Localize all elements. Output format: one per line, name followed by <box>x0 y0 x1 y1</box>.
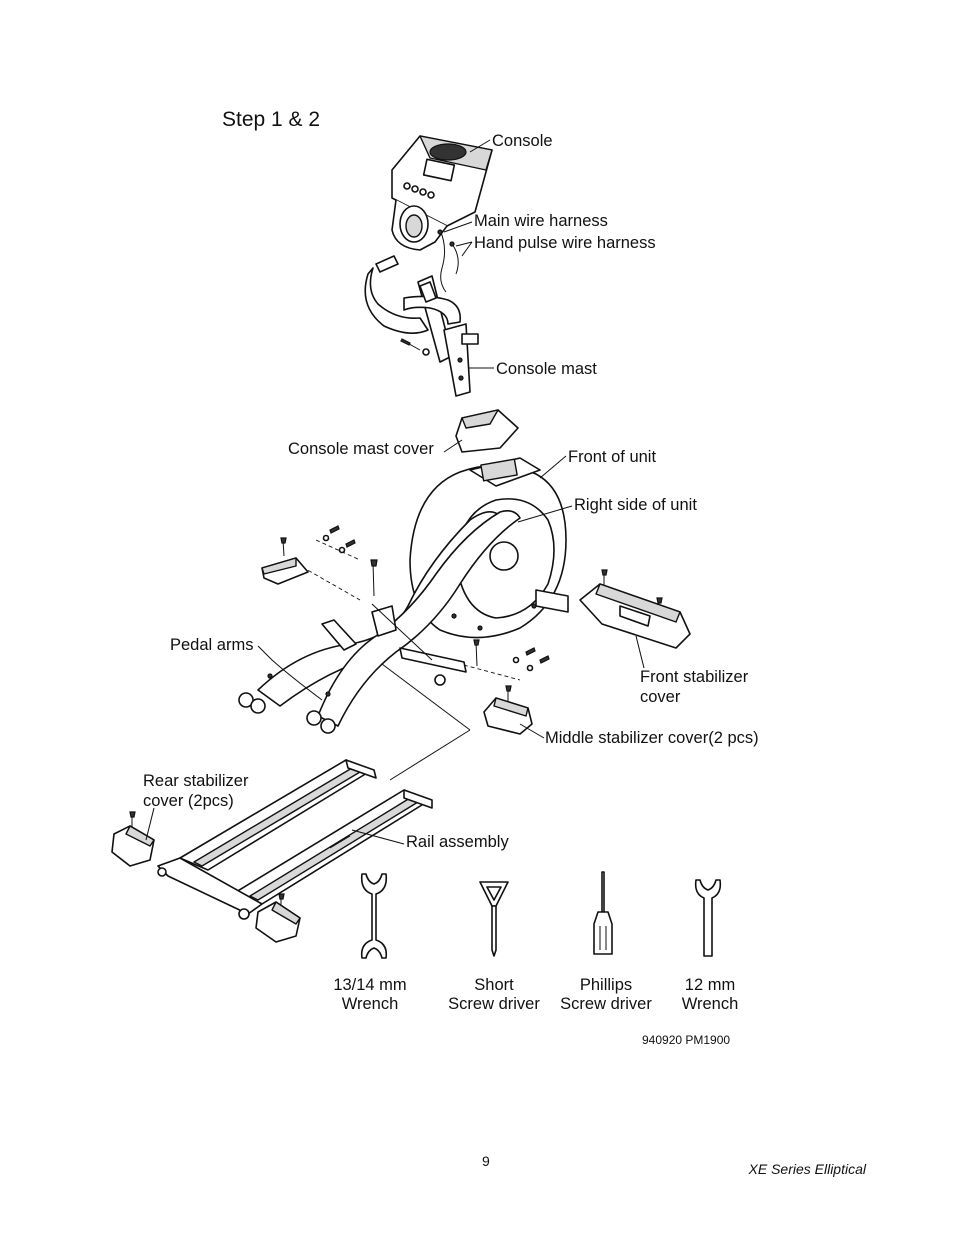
rear-stabilizer-cover-label-1: Rear stabilizer <box>143 772 249 790</box>
phillips-screwdriver-icon <box>593 871 613 955</box>
pedal-arms-illustration <box>238 510 521 734</box>
rail-connection-line <box>389 729 471 781</box>
tool-4-line1: 12 mm <box>685 976 735 994</box>
tool-4-line2: Wrench <box>682 995 739 1013</box>
tool-2-line1: Short <box>474 976 514 994</box>
rail-assembly-leader <box>351 829 405 845</box>
pedal-arms-leader <box>257 645 323 701</box>
middle-stabilizer-cover-left <box>261 557 309 585</box>
console-mast-label: Console mast <box>496 360 597 378</box>
console-illustration <box>391 135 493 251</box>
middle-stabilizer-cover-right <box>483 697 533 735</box>
front-stabilizer-cover-illustration <box>579 583 691 649</box>
pedal-arms-label: Pedal arms <box>170 636 253 654</box>
console-mast-cover-leader <box>443 439 463 453</box>
base-frame-illustration <box>371 603 467 686</box>
main-wire-harness-label: Main wire harness <box>474 212 608 230</box>
hand-pulse-wire-harness-label: Hand pulse wire harness <box>474 234 656 252</box>
wire-harness-illustration <box>437 229 459 293</box>
console-mast-cover-label: Console mast cover <box>288 440 434 458</box>
tool-1-line2: Wrench <box>342 995 399 1013</box>
hardware-bolts <box>280 525 663 704</box>
front-stabilizer-leader <box>635 635 645 669</box>
right-side-of-unit-label: Right side of unit <box>574 496 697 514</box>
console-mast-illustration <box>364 255 479 397</box>
rail-assembly-label: Rail assembly <box>406 833 509 851</box>
rail-assembly-illustration <box>157 759 433 920</box>
middle-stabilizer-leader <box>519 723 545 739</box>
middle-stabilizer-cover-label: Middle stabilizer cover(2 pcs) <box>545 729 759 747</box>
front-stabilizer-cover-label-2: cover <box>640 688 681 706</box>
main-wire-leader <box>443 221 473 233</box>
tool-1-line1: 13/14 mm <box>333 976 406 994</box>
console-leader <box>469 139 491 153</box>
front-stabilizer-cover-label-1: Front stabilizer <box>640 668 749 686</box>
drawing-code: 940920 PM1900 <box>642 1033 730 1047</box>
step-title: Step 1 & 2 <box>222 108 320 131</box>
tool-3-line2: Screw driver <box>560 995 652 1013</box>
rear-stabilizer-leader <box>145 807 155 841</box>
right-side-leader <box>517 505 573 523</box>
wrench-icon <box>694 879 722 957</box>
tool-3-line1: Phillips <box>580 976 632 994</box>
console-mast-cover-illustration <box>455 409 519 453</box>
product-name: XE Series Elliptical <box>748 1161 867 1177</box>
hand-pulse-leader <box>455 241 473 257</box>
rear-stabilizer-cover-label-2: cover (2pcs) <box>143 792 234 810</box>
tool-2-line2: Screw driver <box>448 995 540 1013</box>
page-number: 9 <box>482 1153 490 1169</box>
rear-stabilizer-cover-illustration <box>111 811 301 943</box>
wrench-icon <box>360 873 388 959</box>
base-to-rail-guide <box>381 663 471 731</box>
t-handle-screwdriver-icon <box>479 881 509 957</box>
console-label: Console <box>492 132 553 150</box>
front-of-unit-leader <box>539 455 567 479</box>
front-of-unit-label: Front of unit <box>568 448 656 466</box>
